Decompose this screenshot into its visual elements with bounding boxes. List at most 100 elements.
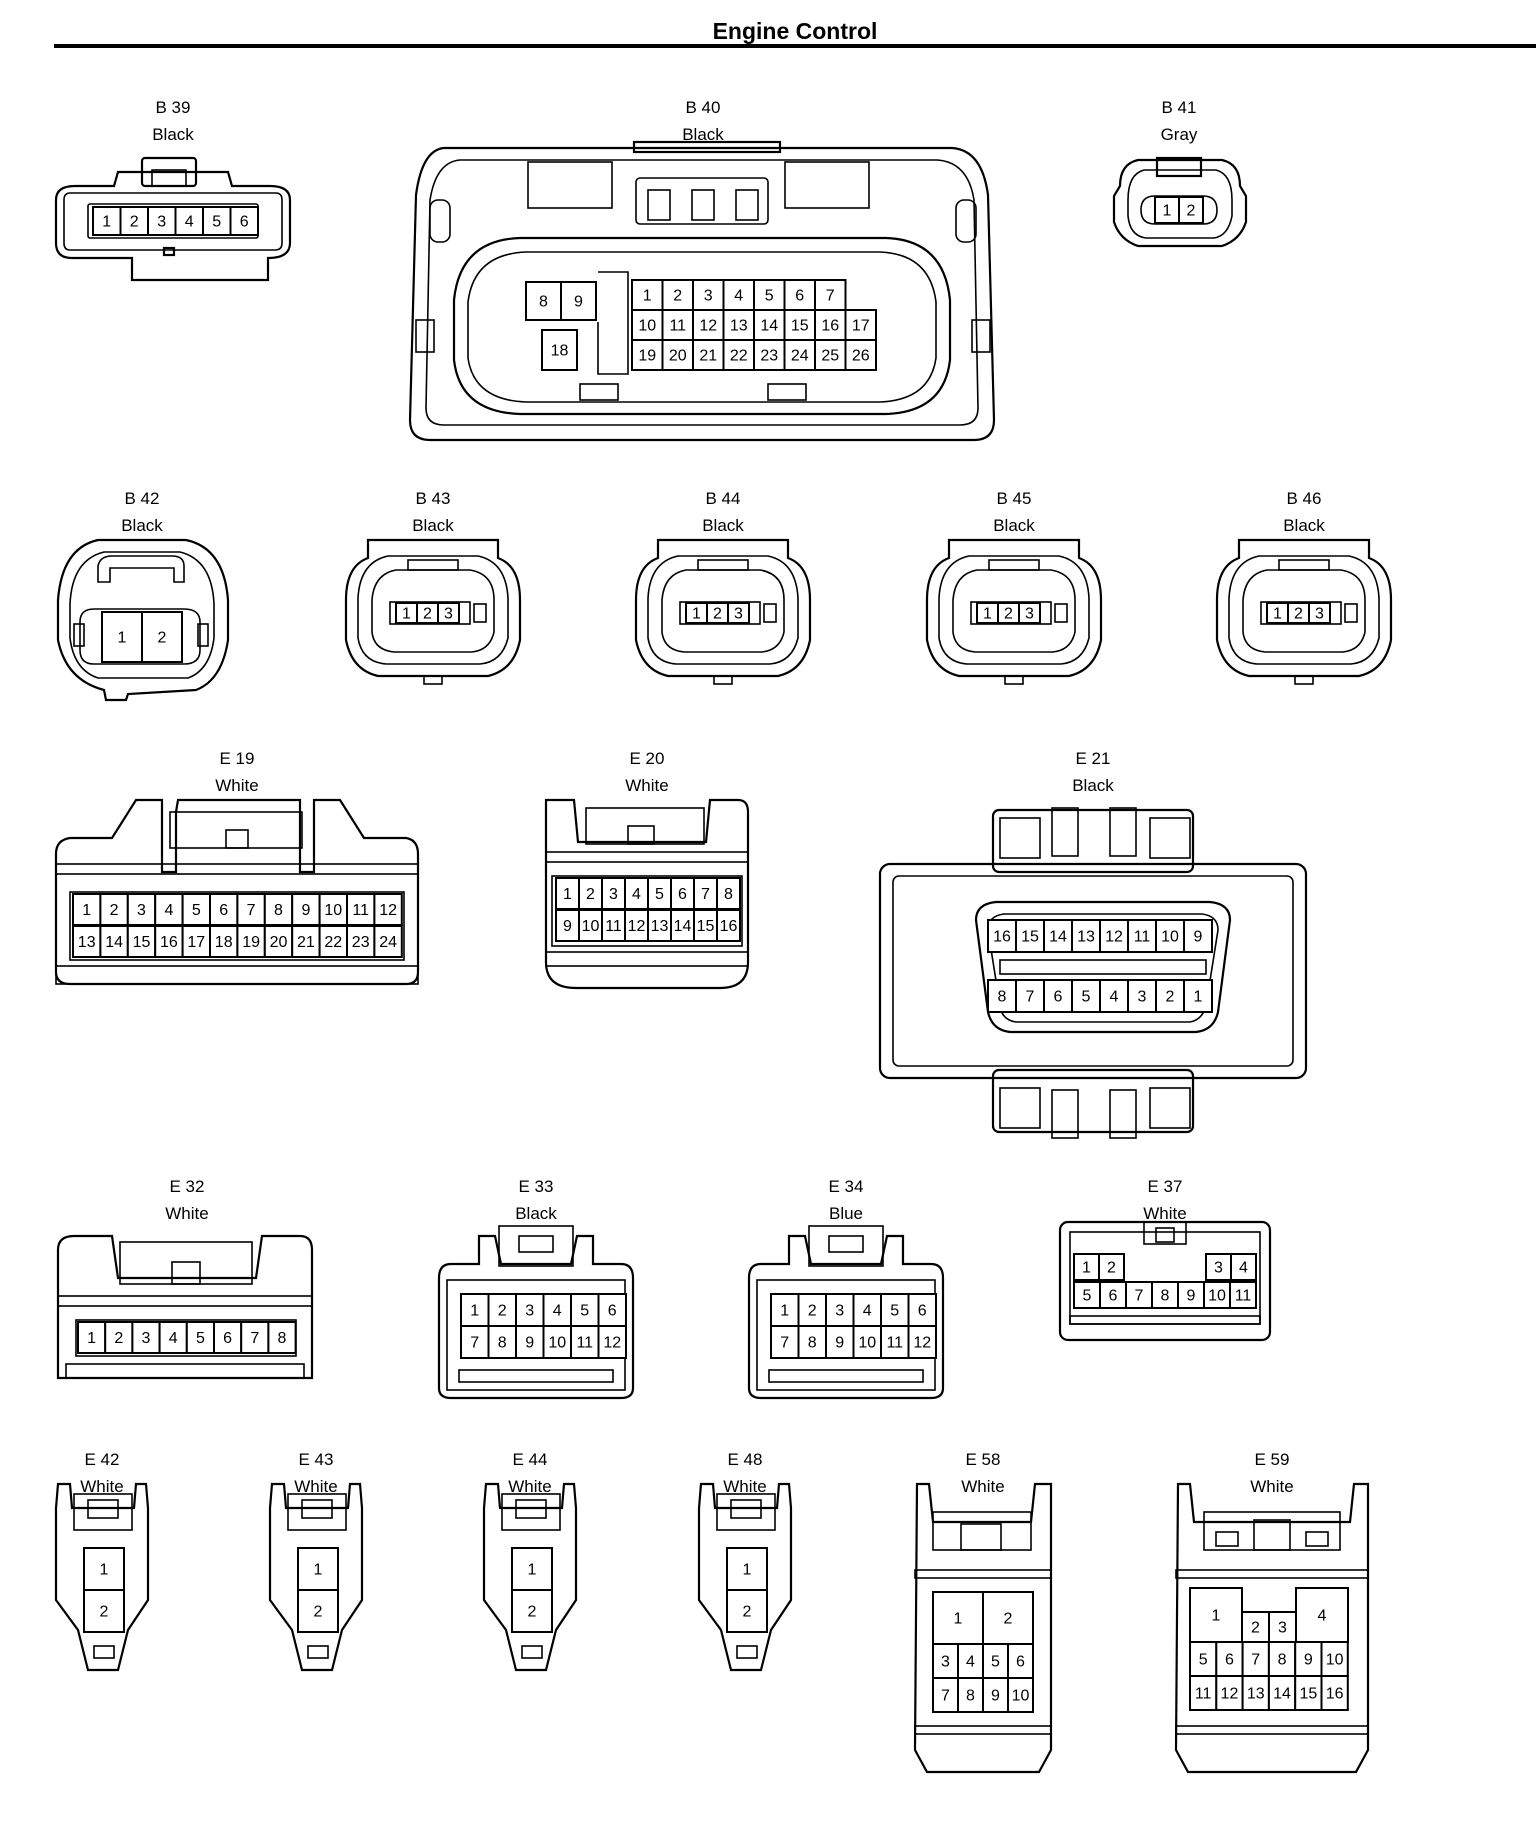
- connector-color-label: White: [1250, 1477, 1294, 1496]
- pin-label: 14: [1049, 929, 1067, 946]
- pin-label: 11: [1195, 1686, 1212, 1703]
- b40-pin-21: 21: [692, 339, 725, 371]
- pin-label: 8: [966, 1688, 975, 1705]
- pin-label: 14: [674, 918, 692, 935]
- pin-label: 14: [105, 934, 123, 951]
- pin-label: 1: [100, 1562, 109, 1579]
- e37-pin-2: 2: [1098, 1253, 1125, 1281]
- pin-label: 6: [918, 1303, 927, 1320]
- pin-label: 16: [1326, 1686, 1344, 1703]
- e20-pin-14: 14: [670, 909, 695, 942]
- e21-pin-13: 13: [1071, 919, 1101, 953]
- b40-pin-8: 8: [525, 281, 562, 321]
- pin-label: 25: [821, 348, 839, 365]
- pin-label: 1: [87, 1330, 96, 1347]
- e20-pin-8: 8: [716, 877, 741, 910]
- pin-label: 1: [954, 1611, 963, 1628]
- b40-pin-19: 19: [631, 339, 664, 371]
- title-rule: [54, 44, 1536, 48]
- pin-label: 1: [692, 606, 701, 623]
- b40-pin-25: 25: [814, 339, 847, 371]
- b40-pin-23: 23: [753, 339, 786, 371]
- pin-label: 5: [890, 1303, 899, 1320]
- e59-pin-6: 6: [1215, 1641, 1244, 1677]
- e21-pin-6: 6: [1043, 979, 1073, 1013]
- pin-label: 1: [1194, 989, 1203, 1006]
- pin-label: 1: [314, 1562, 323, 1579]
- pin-label: 9: [835, 1335, 844, 1352]
- e59-pin-7: 7: [1241, 1641, 1270, 1677]
- pin-label: 21: [699, 348, 717, 365]
- pin-label: 6: [1109, 1288, 1118, 1305]
- connector-id-label: E 48: [727, 1450, 763, 1469]
- pin-label: 4: [1239, 1260, 1248, 1277]
- e37-pin-3: 3: [1205, 1253, 1232, 1281]
- pin-label: 8: [808, 1335, 817, 1352]
- pin-label: 5: [991, 1654, 1000, 1671]
- e19-pin-14: 14: [99, 925, 129, 958]
- connector-color-label: Black: [702, 516, 744, 535]
- pin-label: 4: [632, 886, 641, 903]
- pin-label: 8: [498, 1335, 507, 1352]
- e32-pin-8: 8: [267, 1321, 297, 1354]
- e37-pin-6: 6: [1099, 1281, 1127, 1309]
- e58-pin-7: 7: [932, 1677, 959, 1713]
- connector-id-label: E 43: [298, 1450, 334, 1469]
- e19-pin-19: 19: [236, 925, 266, 958]
- pin-label: 1: [528, 1562, 537, 1579]
- e59-pin-8: 8: [1267, 1641, 1297, 1677]
- connector-color-label: White: [165, 1204, 209, 1223]
- pin-label: 10: [582, 918, 600, 935]
- e20-pin-13: 13: [647, 909, 672, 942]
- connector-id-label: E 34: [828, 1177, 864, 1196]
- pin-label: 13: [1247, 1686, 1265, 1703]
- pin-label: 3: [1214, 1260, 1223, 1277]
- pin-label: 1: [118, 630, 127, 647]
- e32-pin-2: 2: [104, 1321, 134, 1354]
- pin-label: 1: [1082, 1260, 1091, 1277]
- pin-label: 20: [669, 348, 687, 365]
- pin-label: 11: [669, 318, 686, 335]
- connector-id-label: E 42: [84, 1450, 120, 1469]
- connector-id-label: B 43: [415, 489, 451, 508]
- connector-color-label: Black: [1283, 516, 1325, 535]
- pin-label: 2: [713, 606, 722, 623]
- e37-pin-5: 5: [1073, 1281, 1101, 1309]
- pin-label: 15: [791, 318, 809, 335]
- e44-pin-1: 1: [511, 1547, 553, 1591]
- pin-label: 9: [525, 1335, 534, 1352]
- connector-id-label: B 46: [1286, 489, 1322, 508]
- pin-label: 6: [1225, 1652, 1234, 1669]
- page-title: Engine Control: [712, 18, 878, 44]
- pin-label: 14: [1273, 1686, 1291, 1703]
- pin-label: 11: [576, 1335, 593, 1352]
- b46-pin-3: 3: [1308, 602, 1331, 624]
- e58-pin-10: 10: [1007, 1677, 1034, 1713]
- pin-label: 20: [270, 934, 288, 951]
- e58-pin-4: 4: [957, 1643, 984, 1679]
- e37-pin-8: 8: [1151, 1281, 1179, 1309]
- b45-pin-3: 3: [1018, 602, 1041, 624]
- e34-pin-2: 2: [797, 1293, 827, 1327]
- e59-pin-9: 9: [1294, 1641, 1323, 1677]
- pin-label: 7: [1026, 989, 1035, 1006]
- pin-label: 11: [352, 902, 369, 919]
- pin-label: 10: [324, 902, 342, 919]
- b39-pin-2: 2: [119, 206, 149, 236]
- pin-label: 1: [1273, 606, 1282, 623]
- connector-id-label: B 39: [155, 98, 191, 117]
- pin-label: 1: [743, 1562, 752, 1579]
- e59-pin-15: 15: [1294, 1675, 1323, 1711]
- connector-id-label: E 21: [1075, 749, 1111, 768]
- pin-label: 7: [780, 1335, 789, 1352]
- connector-id-label: E 32: [169, 1177, 205, 1196]
- pin-label: 2: [1294, 606, 1303, 623]
- pin-label: 1: [1163, 203, 1172, 220]
